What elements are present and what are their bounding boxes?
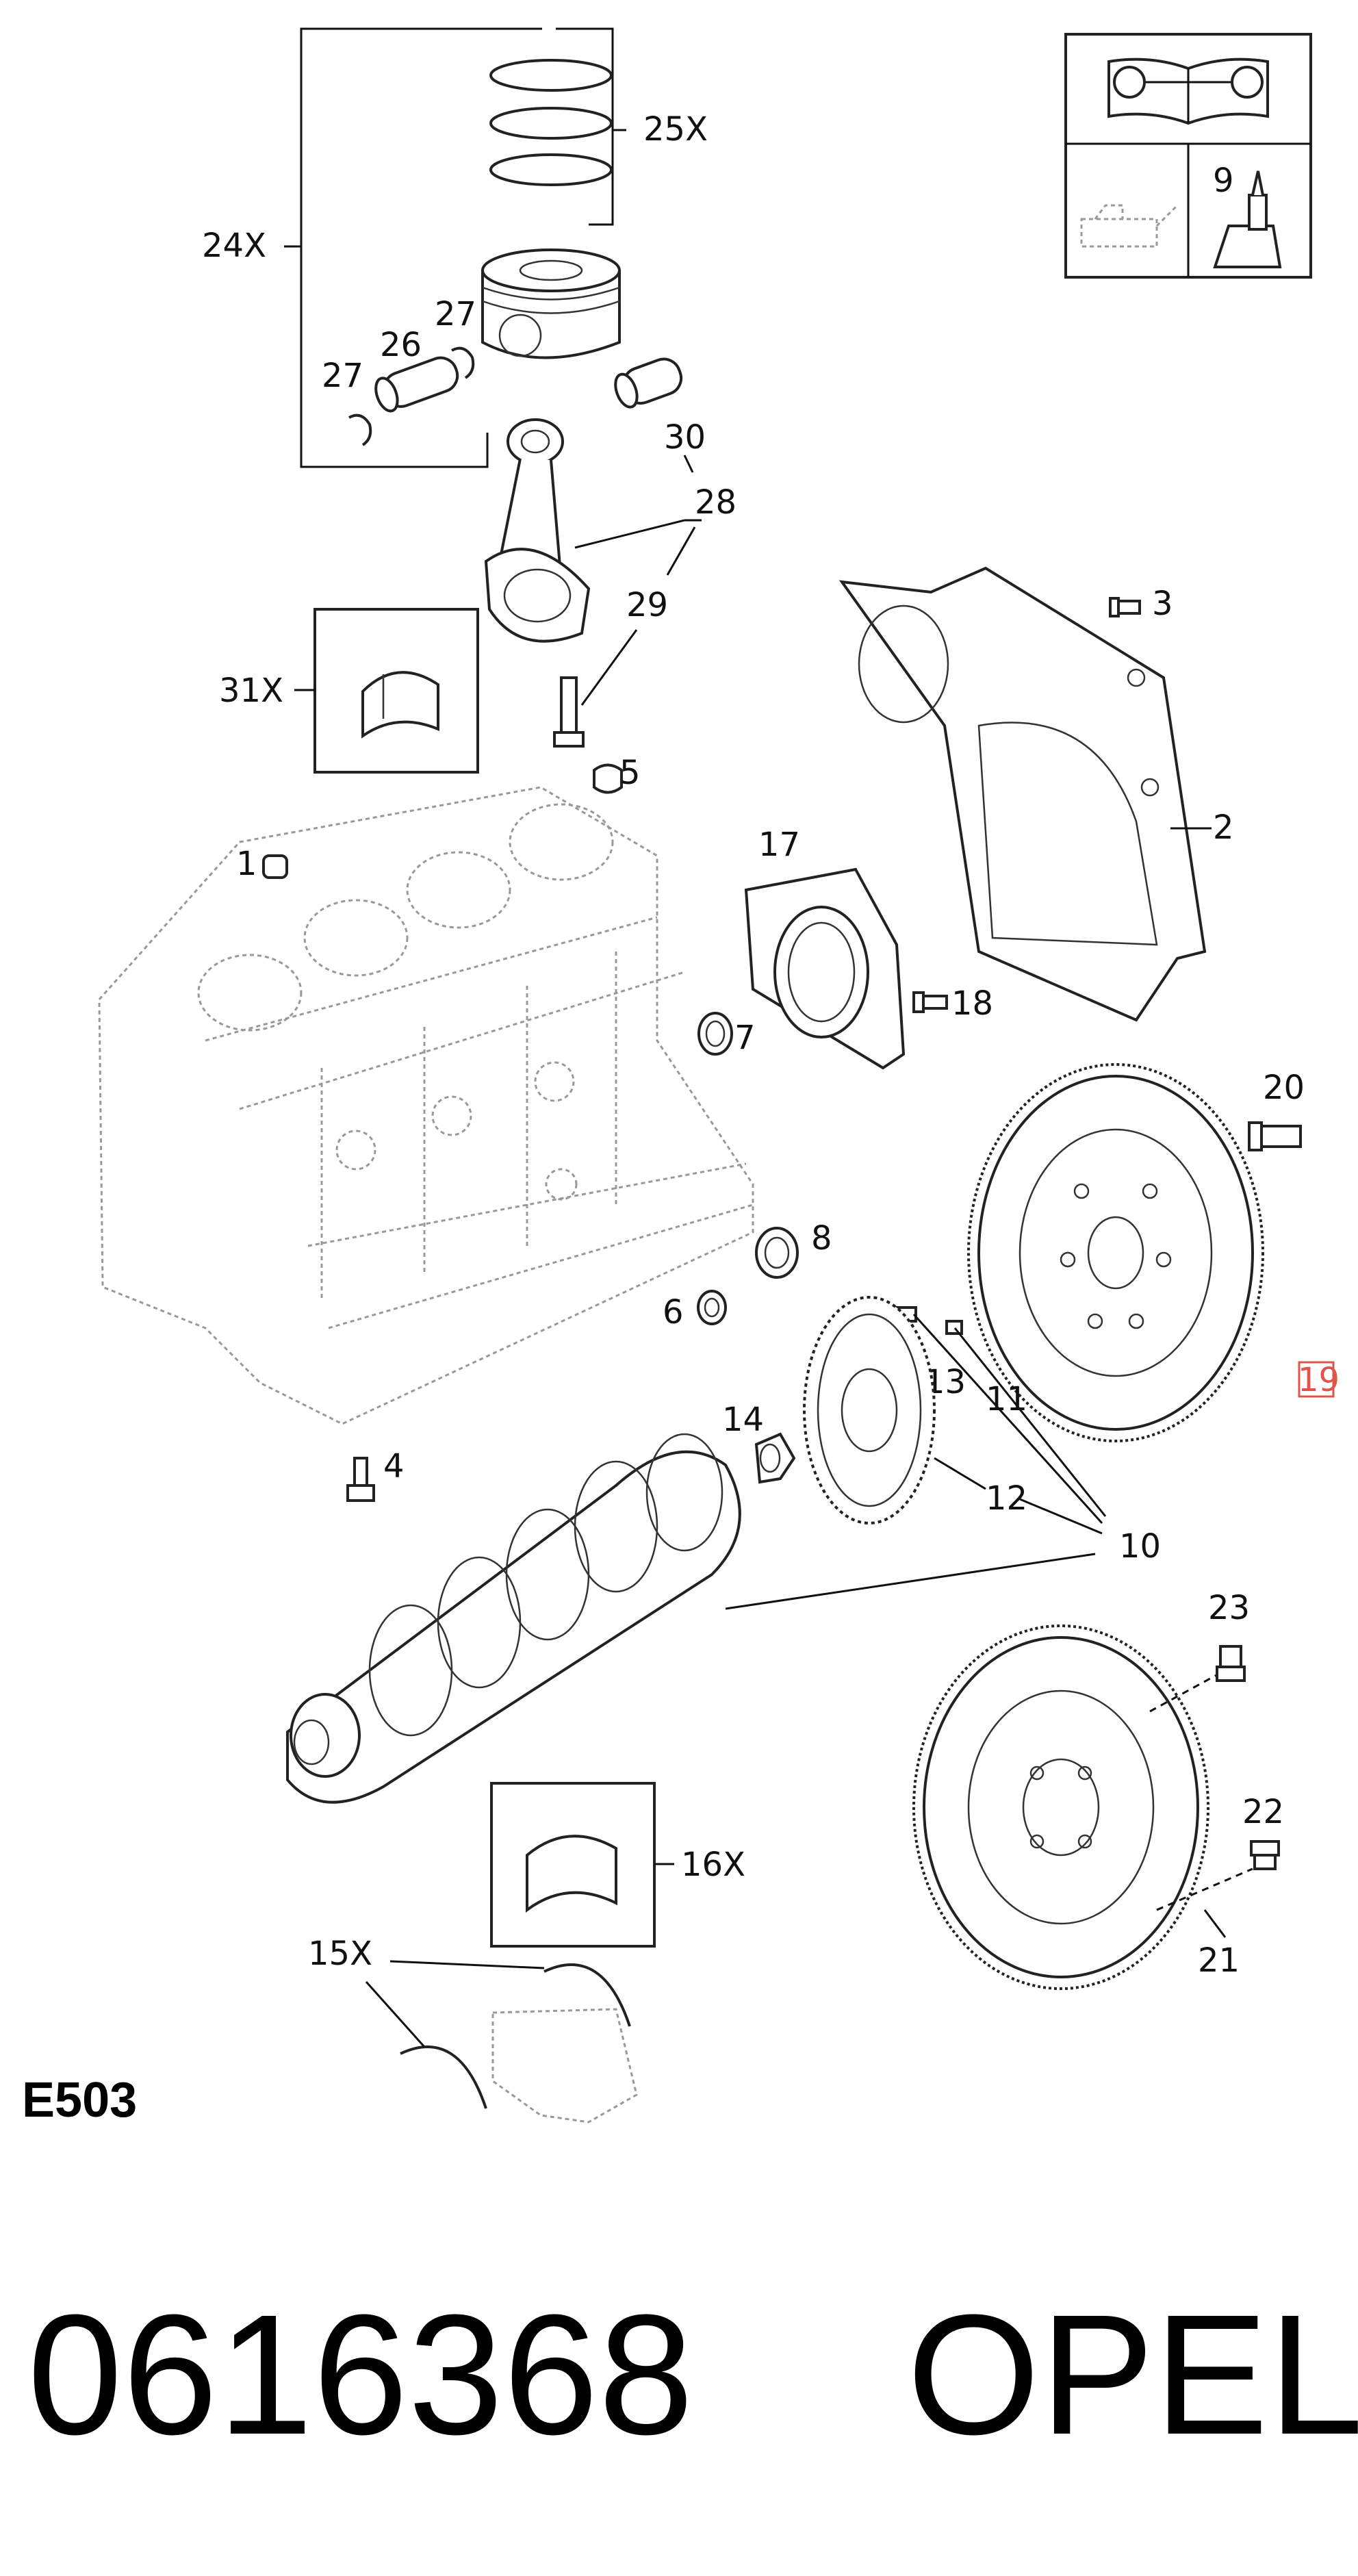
bolt-3: 3 (1109, 585, 1173, 623)
callout-1: 1 (236, 845, 257, 883)
callout-4: 4 (383, 1447, 405, 1485)
crankshaft (286, 1433, 741, 1804)
callout-27b: 27 (322, 357, 363, 395)
bolt-20: 20 (1248, 1069, 1305, 1151)
callout-19: 19 (1298, 1361, 1340, 1399)
nut-5: 5 (593, 754, 641, 794)
bolt-22: 22 (1242, 1793, 1284, 1870)
reluctor-ring-12: 12 (803, 1296, 1027, 1525)
bolt-23: 23 (1208, 1589, 1250, 1682)
bearing-box-31x: 31X (219, 608, 479, 774)
callout-31x: 31X (219, 672, 283, 710)
bolt-18: 18 (912, 984, 993, 1023)
diagram-code: E503 (22, 2073, 137, 2128)
callout-18: 18 (951, 984, 993, 1023)
part-number: 0616368 (27, 2279, 693, 2470)
connecting-rod: 28 29 (484, 418, 736, 748)
bearing-box-16x: 16X (490, 1782, 745, 1948)
callout-16x: 16X (681, 1846, 745, 1884)
bolt-4: 4 (346, 1447, 405, 1502)
callout-20: 20 (1263, 1069, 1305, 1107)
seal-7: 7 (697, 1012, 756, 1057)
callout-10-leaders: 10 (725, 1313, 1161, 1610)
callout-3: 3 (1152, 585, 1173, 623)
seal-6: 6 (663, 1290, 727, 1331)
callout-9: 9 (1213, 162, 1234, 200)
highlight-box-19 (1298, 1361, 1335, 1398)
seal-housing-17: 17 (744, 826, 906, 1070)
callout-23: 23 (1208, 1589, 1250, 1627)
engine-block (98, 786, 754, 1425)
callout-25x: 25X (643, 110, 708, 149)
callout-22: 22 (1242, 1793, 1284, 1831)
dual-mass-flywheel-19: 19 (967, 1063, 1340, 1442)
thrust-washers-15x: 15X (308, 1935, 638, 2124)
flywheel-21: 21 (912, 1624, 1253, 1990)
adapter-plate-2: 2 (838, 566, 1234, 1022)
callout-26: 26 (380, 326, 422, 364)
sealant-tube-icon (1213, 170, 1282, 268)
callout-2: 2 (1213, 808, 1234, 847)
callout-29: 29 (626, 586, 668, 624)
callout-27a: 27 (435, 295, 476, 333)
callout-14: 14 (722, 1401, 764, 1439)
seal-8: 8 (755, 1219, 832, 1279)
oil-can-icon (1080, 204, 1179, 248)
callout-28: 28 (695, 483, 736, 522)
callout-21: 21 (1198, 1941, 1240, 1980)
callout-7: 7 (734, 1019, 756, 1057)
callout-15x: 15X (308, 1935, 372, 1973)
manual-wrench-icon (1107, 58, 1269, 125)
legend-box: 9 (1064, 33, 1312, 279)
callout-12: 12 (986, 1479, 1027, 1518)
callout-10: 10 (1119, 1527, 1161, 1566)
callout-5: 5 (619, 754, 641, 792)
callout-8: 8 (811, 1219, 832, 1258)
brand-name: OPEL (907, 2279, 1358, 2470)
plug-1: 1 (236, 845, 288, 883)
callout-17: 17 (758, 826, 800, 864)
callout-30: 30 (664, 418, 706, 457)
callout-24x: 24X (202, 227, 266, 265)
callout-11: 11 (986, 1380, 1027, 1418)
callout-6: 6 (663, 1293, 684, 1331)
sleeve-14: 14 (722, 1401, 796, 1484)
piston-group: 24X 25X 26 27 27 30 (202, 27, 708, 473)
